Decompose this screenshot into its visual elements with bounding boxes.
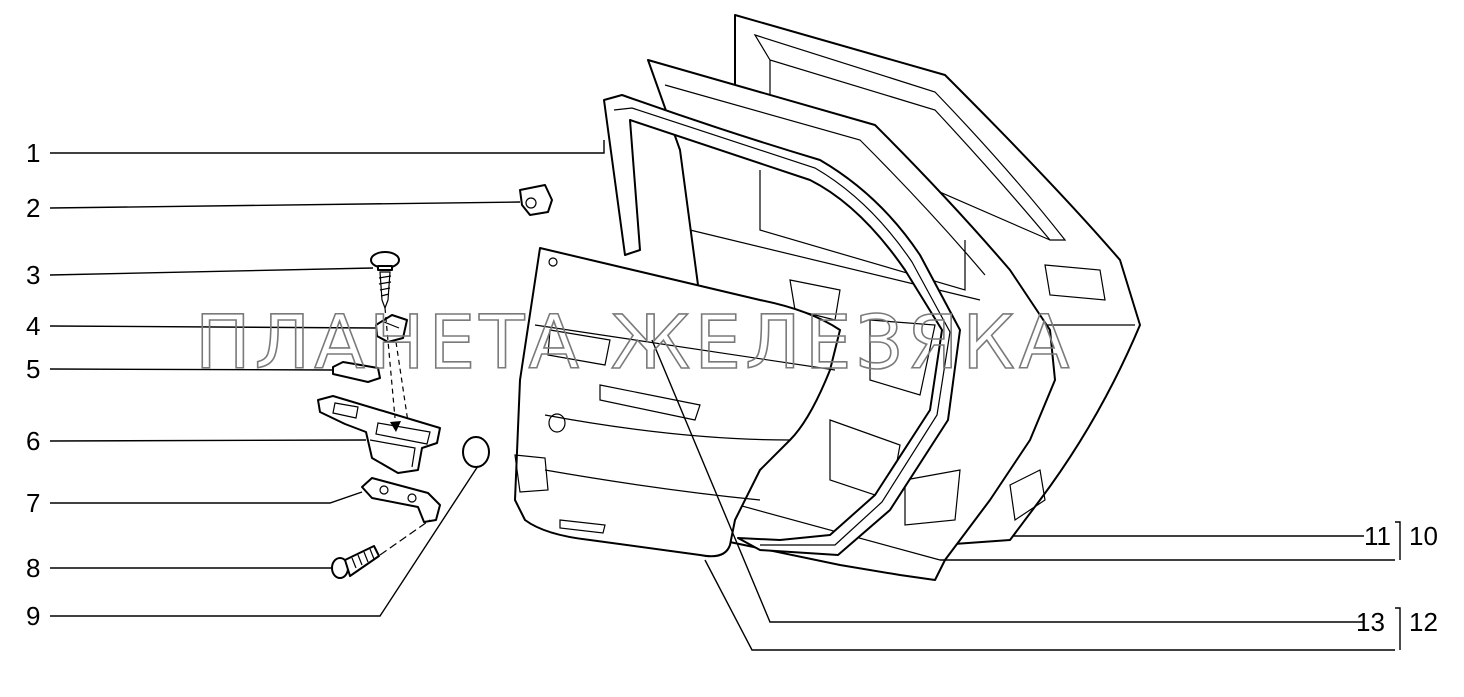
callout-7: 7 [26, 488, 40, 518]
screw-part [370, 251, 400, 310]
leader-lines [49, 140, 1401, 651]
callout-12: 12 [1409, 607, 1438, 637]
plug-part [462, 436, 490, 468]
callout-2: 2 [26, 193, 40, 223]
callout-13: 13 [1356, 607, 1385, 637]
callout-5: 5 [26, 354, 40, 384]
callout-10: 10 [1409, 521, 1438, 551]
callout-3: 3 [26, 260, 40, 290]
callout-1: 1 [26, 138, 40, 168]
bracket-part [361, 477, 441, 523]
callout-9: 9 [26, 601, 40, 631]
callout-11: 11 [1364, 521, 1391, 551]
watermark-text: ПЛАНЕТА ЖЕЛЕЗЯКА [195, 300, 1074, 386]
callout-6: 6 [26, 426, 40, 456]
window-seal [603, 94, 961, 556]
nut-clip-part [375, 314, 408, 343]
bolt-part [331, 545, 380, 579]
clip-part [519, 184, 553, 216]
assembly-arrows [379, 307, 431, 556]
cover-pad-part [332, 361, 381, 383]
callout-8: 8 [26, 553, 40, 583]
callout-4: 4 [26, 311, 40, 341]
switch-housing-part [317, 395, 441, 474]
